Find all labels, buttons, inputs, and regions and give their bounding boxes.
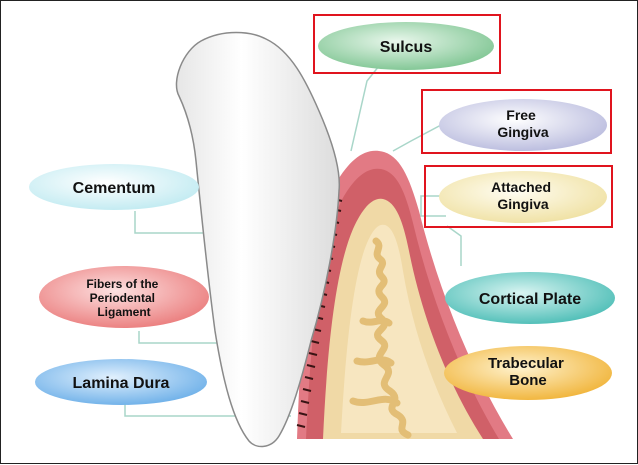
cortical-plate-label: Cortical Plate bbox=[479, 291, 581, 308]
lamina-dura-label: Lamina Dura bbox=[73, 375, 170, 392]
attached-gingiva-label: Attached Gingiva bbox=[491, 179, 555, 212]
attached-gingiva-leader-line-2 bbox=[447, 226, 461, 266]
free-gingiva-leader-line bbox=[393, 125, 441, 151]
pdl-label: Fibers of the Periodental Ligament bbox=[86, 277, 161, 319]
sulcus-label: Sulcus bbox=[380, 39, 433, 56]
trabecular-bone-label-line-1: Trabecular bbox=[488, 355, 564, 372]
pdl-label-line-1: Fibers of the bbox=[86, 277, 158, 291]
pdl-label-line-3: Ligament bbox=[97, 305, 150, 319]
pdl-label-line-2: Periodental bbox=[90, 291, 155, 305]
attached-gingiva-label-line-2: Gingiva bbox=[497, 196, 549, 212]
trabecular-bone-label-line-2: Bone bbox=[509, 372, 547, 389]
cementum-label: Cementum bbox=[73, 180, 156, 197]
free-gingiva-label-line-2: Gingiva bbox=[497, 124, 549, 140]
attached-gingiva-label-line-1: Attached bbox=[491, 179, 551, 195]
free-gingiva-label-line-1: Free bbox=[506, 107, 536, 123]
sulcus-leader-line bbox=[351, 61, 383, 151]
